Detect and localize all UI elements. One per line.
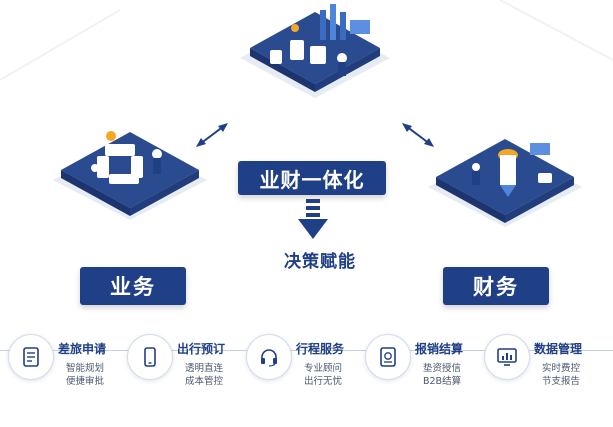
step-title: 出行预订 [177, 342, 226, 356]
left-double-arrow-icon [196, 123, 228, 147]
step-travel-application: 差旅申请 智能规划 便捷审批 [8, 323, 128, 405]
down-arrow-icon [298, 199, 328, 239]
step-title: 报销结算 [415, 342, 464, 356]
step-desc-line: 智能规划 [66, 363, 105, 374]
step-icon-circle [8, 334, 54, 380]
finance-module-label: 财务 [443, 267, 549, 305]
headset-icon [261, 349, 277, 367]
step-data-management: 数据管理 实时费控 节支报告 [484, 323, 604, 405]
step-itinerary-service: 行程服务 专业顾问 出行无忧 [246, 323, 366, 405]
step-description: 实时费控 节支报告 [542, 362, 580, 388]
step-description: 垫资授信 B2B结算 [423, 362, 461, 388]
step-desc-line: 专业顾问 [304, 363, 343, 374]
receipt-icon [380, 347, 396, 367]
business-module-label: 业务 [80, 267, 186, 305]
right-double-arrow-icon [402, 123, 434, 147]
step-reimbursement-settlement: 报销结算 垫资授信 B2B结算 [365, 323, 485, 405]
monitor-chart-icon [497, 348, 517, 366]
step-description: 智能规划 便捷审批 [66, 362, 104, 388]
step-icon-circle [484, 334, 530, 380]
process-flow-line [0, 350, 613, 351]
step-desc-line: 节支报告 [542, 376, 581, 387]
right-platform-illustration [428, 139, 582, 227]
left-platform-illustration [53, 131, 207, 220]
phone-icon [144, 347, 156, 367]
center-title: 业财一体化 [238, 161, 386, 195]
step-desc-line: 成本管控 [185, 376, 224, 387]
step-desc-line: B2B结算 [423, 376, 462, 387]
step-title: 数据管理 [534, 342, 583, 356]
step-title: 行程服务 [296, 342, 345, 356]
step-desc-line: 透明直连 [185, 363, 224, 374]
step-icon-circle [246, 334, 292, 380]
step-desc-line: 实时费控 [542, 363, 581, 374]
step-title: 差旅申请 [58, 342, 107, 356]
step-icon-circle [127, 334, 173, 380]
step-desc-line: 出行无忧 [304, 376, 343, 387]
top-platform-illustration [240, 4, 390, 98]
step-desc-line: 垫资授信 [423, 363, 462, 374]
step-desc-line: 便捷审批 [66, 376, 105, 387]
step-description: 专业顾问 出行无忧 [304, 362, 342, 388]
step-icon-circle [365, 334, 411, 380]
decision-enablement-label: 决策赋能 [284, 252, 356, 272]
step-description: 透明直连 成本管控 [185, 362, 223, 388]
step-travel-booking: 出行预订 透明直连 成本管控 [127, 323, 247, 405]
document-icon [23, 347, 39, 367]
